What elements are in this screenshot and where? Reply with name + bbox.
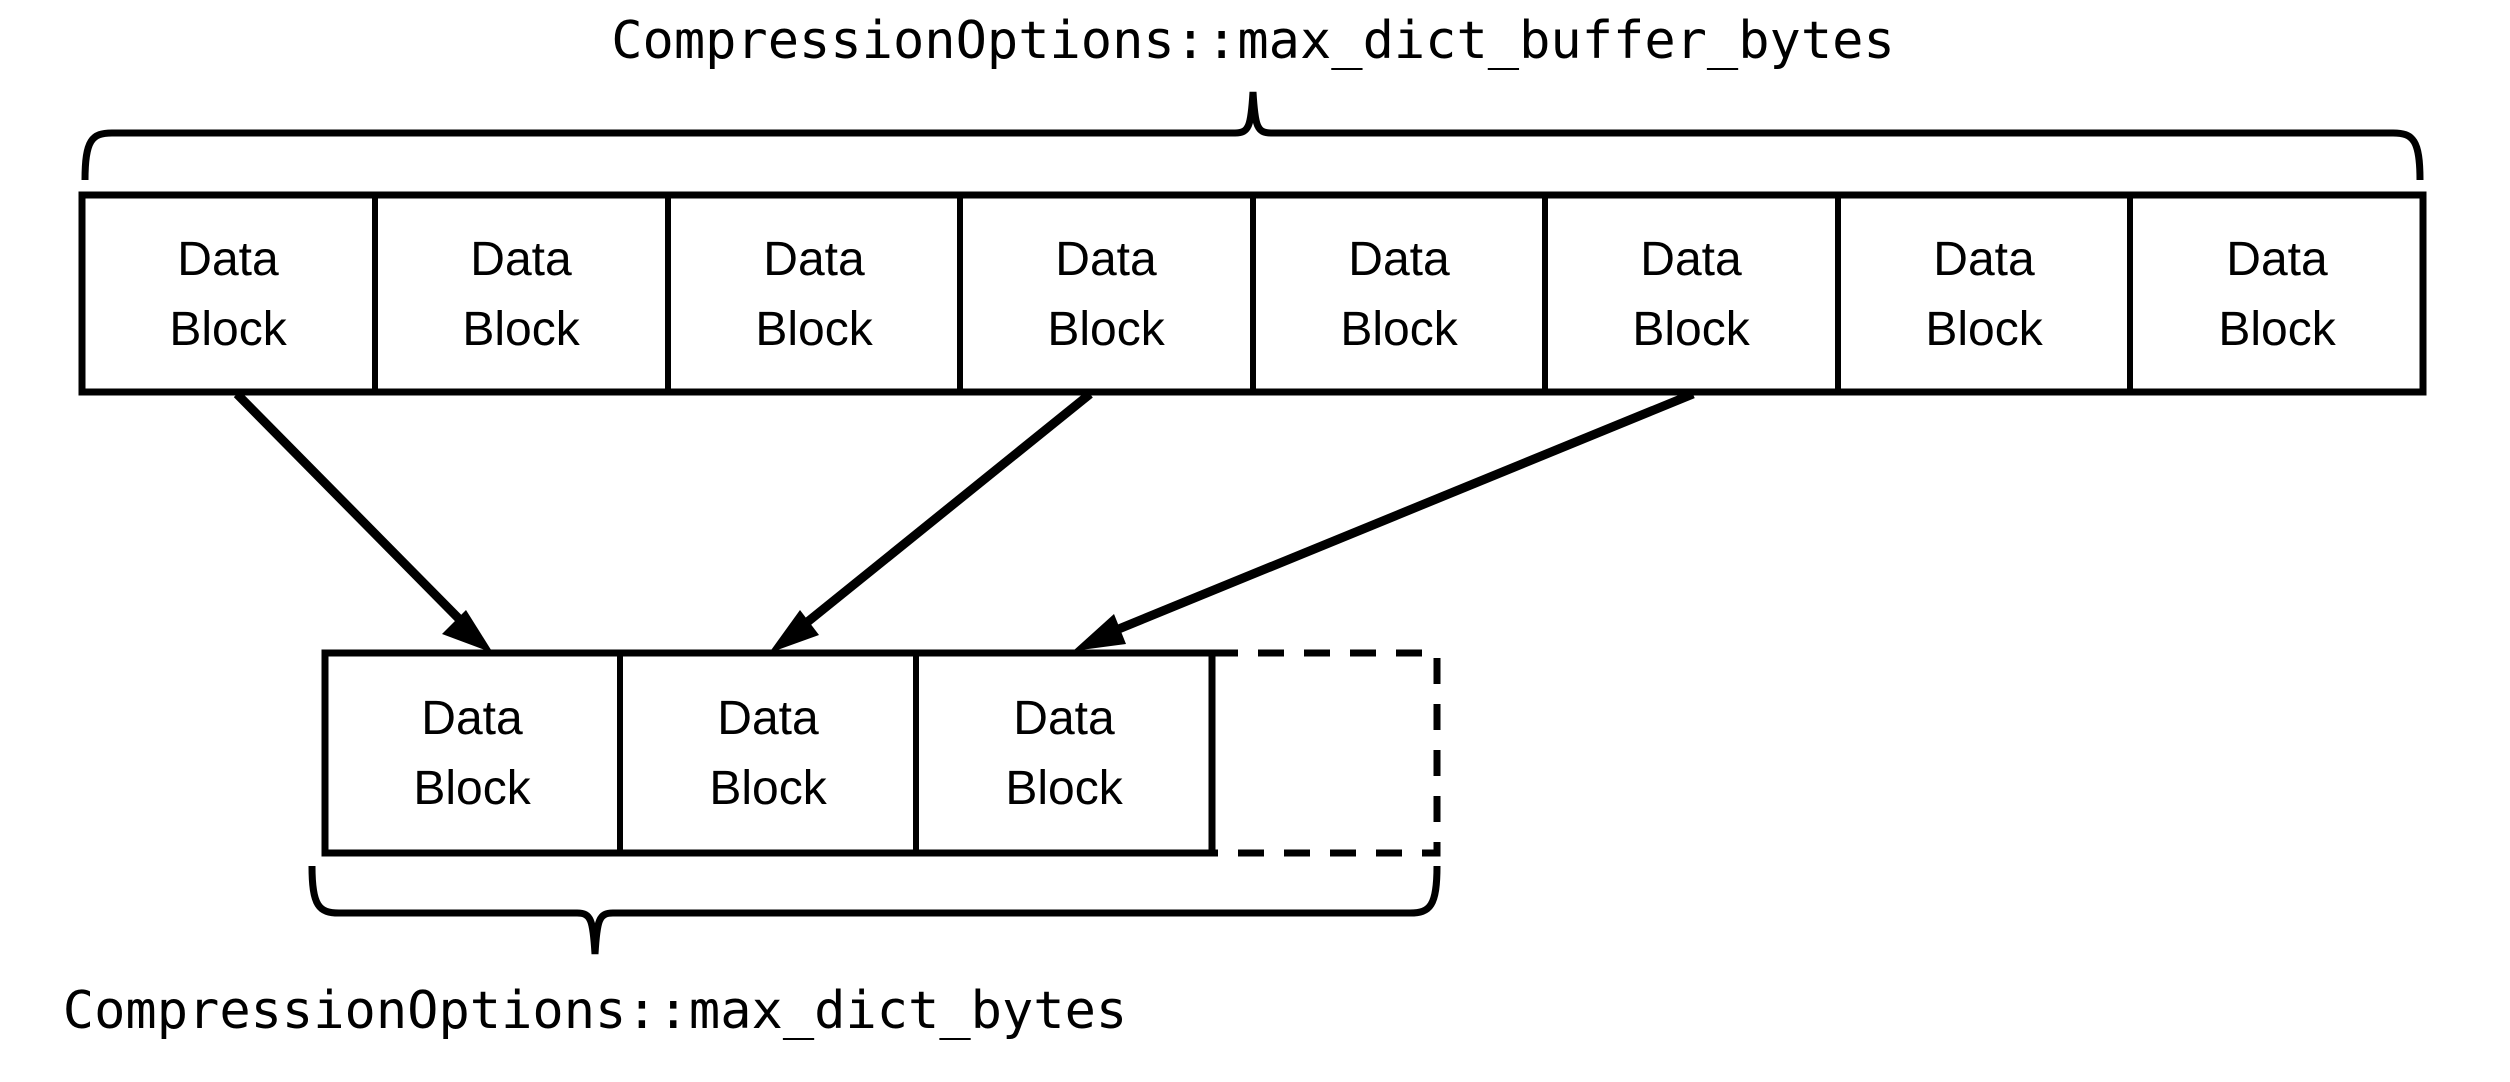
top-block-4-line2: Block	[1047, 303, 1165, 356]
empty-dictionary-slot	[1208, 649, 1441, 857]
bottom-block-3-line2: Block	[1005, 762, 1123, 815]
sample-arrow-2	[769, 390, 1093, 653]
top-data-block-3[interactable]: Data Block	[755, 233, 873, 356]
top-block-7-line2: Block	[1925, 303, 2043, 356]
bottom-block-2-line2: Block	[709, 762, 827, 815]
top-block-2-line2: Block	[462, 303, 580, 356]
top-block-1-line2: Block	[169, 303, 287, 356]
top-data-block-1[interactable]: Data Block	[169, 233, 287, 356]
bottom-block-row: Data Block Data Block Data Block	[321, 649, 1441, 857]
top-label: CompressionOptions::max_dict_buffer_byte…	[611, 11, 1895, 71]
bottom-block-1-line2: Block	[413, 762, 531, 815]
top-data-block-6[interactable]: Data Block	[1632, 233, 1750, 356]
top-block-3-line2: Block	[755, 303, 873, 356]
top-block-6-line1: Data	[1640, 233, 1742, 286]
top-data-block-8[interactable]: Data Block	[2218, 233, 2336, 356]
top-block-5-line1: Data	[1348, 233, 1450, 286]
bottom-block-3-line1: Data	[1013, 692, 1115, 745]
top-data-block-7[interactable]: Data Block	[1925, 233, 2043, 356]
bottom-data-block-2[interactable]: Data Block	[709, 692, 827, 815]
top-data-block-5[interactable]: Data Block	[1340, 233, 1458, 356]
bottom-label: CompressionOptions::max_dict_bytes	[63, 981, 1127, 1041]
top-data-block-2[interactable]: Data Block	[462, 233, 580, 356]
top-brace	[81, 91, 2424, 181]
top-block-8-line1: Data	[2226, 233, 2328, 286]
top-block-4-line1: Data	[1055, 233, 1157, 286]
bottom-data-block-1[interactable]: Data Block	[413, 692, 531, 815]
top-block-5-line2: Block	[1340, 303, 1458, 356]
sample-arrow-3	[1073, 389, 1695, 651]
top-block-row: Data Block Data Block Data Block Data Bl…	[78, 191, 2427, 396]
top-block-8-line2: Block	[2218, 303, 2336, 356]
top-block-3-line1: Data	[763, 233, 865, 286]
top-data-block-4[interactable]: Data Block	[1047, 233, 1165, 356]
bottom-brace	[308, 865, 1441, 955]
bottom-block-1-line1: Data	[421, 692, 523, 745]
bottom-block-2-line1: Data	[717, 692, 819, 745]
top-block-7-line1: Data	[1933, 233, 2035, 286]
bottom-row-outline	[321, 649, 1216, 857]
top-block-6-line2: Block	[1632, 303, 1750, 356]
bottom-data-block-3[interactable]: Data Block	[1005, 692, 1123, 815]
sample-arrow-1	[233, 390, 493, 653]
top-block-1-line1: Data	[177, 233, 279, 286]
top-block-2-line1: Data	[470, 233, 572, 286]
